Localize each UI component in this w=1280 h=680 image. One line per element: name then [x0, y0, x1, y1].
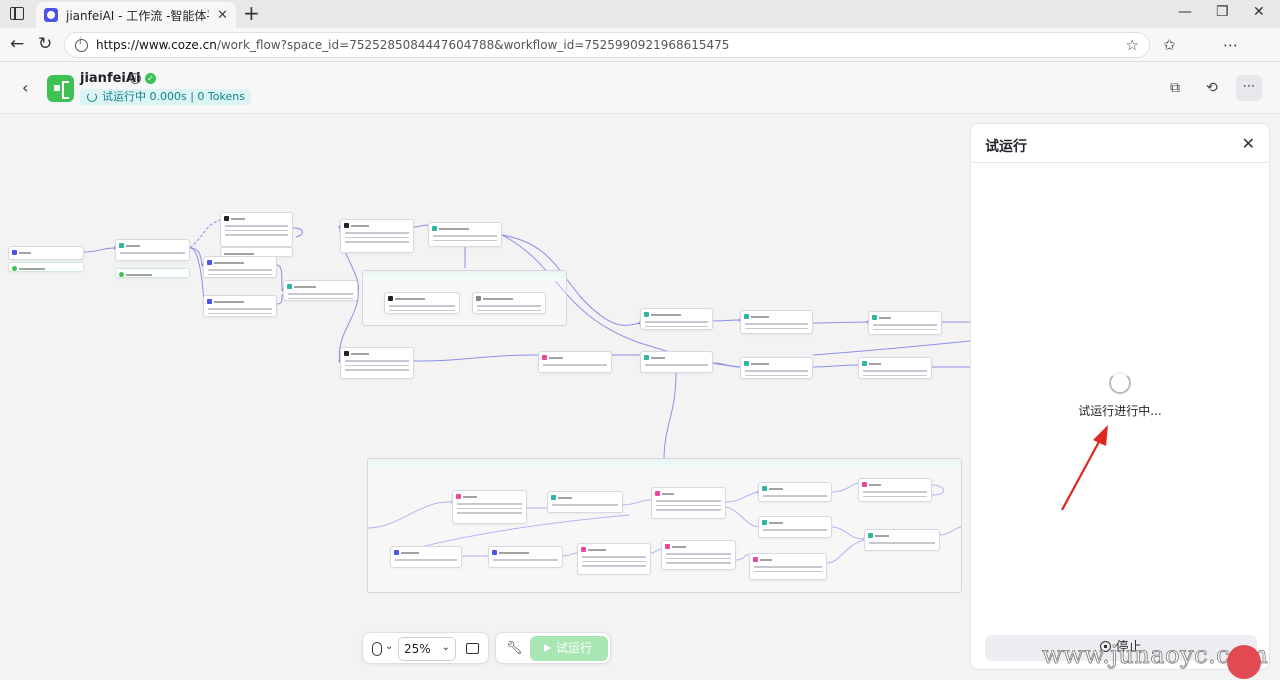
workflow-node[interactable]	[640, 351, 713, 373]
more-menu-icon[interactable]: ⋯	[1223, 36, 1238, 54]
run-status-badge: 试运行中 0.000s | 0 Tokens	[80, 89, 251, 105]
workflow-info-icon[interactable]: i	[130, 73, 141, 84]
back-arrow-icon[interactable]: ←	[10, 34, 25, 54]
url-path: /work_flow?space_id=7525285084447604788&…	[216, 38, 730, 52]
divider	[971, 162, 1269, 163]
chevron-down-icon[interactable]: ⌄	[385, 641, 394, 652]
test-run-panel: 试运行 ✕ 试运行进行中... 停止	[970, 123, 1270, 670]
run-toolbar: 🔧︎ 试运行	[495, 632, 611, 664]
published-check-icon: ✓	[145, 73, 156, 84]
workflow-node-status[interactable]	[115, 268, 190, 278]
chevron-down-icon: ⌄	[441, 642, 450, 653]
workflow-canvas[interactable]	[0, 115, 970, 680]
workflow-node[interactable]	[864, 529, 940, 551]
close-window-button[interactable]: ✕	[1253, 4, 1265, 20]
workflow-node[interactable]	[740, 310, 813, 334]
run-status-text: 试运行中 0.000s | 0 Tokens	[102, 90, 245, 103]
panel-title: 试运行	[985, 139, 1027, 155]
workflow-node[interactable]	[340, 219, 414, 253]
stop-button[interactable]: 停止	[985, 635, 1257, 661]
workflow-node[interactable]	[488, 546, 563, 568]
workflow-node[interactable]	[858, 478, 932, 502]
loading-spinner-icon	[1109, 372, 1131, 394]
workflow-node[interactable]	[577, 543, 651, 575]
workflow-node[interactable]	[858, 357, 932, 379]
workflow-node[interactable]	[390, 546, 462, 568]
workflow-node[interactable]	[758, 482, 832, 502]
coze-favicon-icon	[44, 8, 58, 22]
workflow-node[interactable]	[640, 308, 713, 330]
browser-tab-bar: jianfeiAI - 工作流 -智能体平台 ✕ + — ❐ ✕	[0, 0, 1280, 28]
new-tab-button[interactable]: +	[243, 1, 260, 25]
workflow-node[interactable]	[283, 280, 358, 301]
minimap-icon[interactable]	[466, 643, 479, 654]
tab-actions-icon[interactable]	[10, 7, 24, 20]
watermark-logo-icon	[1227, 645, 1261, 679]
back-button[interactable]: ‹	[22, 78, 29, 97]
browser-tab[interactable]: jianfeiAI - 工作流 -智能体平台 ✕	[36, 2, 236, 28]
history-icon[interactable]: ⟲	[1206, 80, 1218, 96]
workflow-node[interactable]	[115, 239, 190, 261]
mouse-mode-icon[interactable]	[372, 642, 382, 656]
workflow-node[interactable]	[547, 491, 623, 513]
workflow-node[interactable]	[651, 487, 726, 519]
workflow-node[interactable]	[538, 351, 612, 373]
canvas-toolbar: ⌄ 25% ⌄	[362, 632, 489, 664]
tab-title: jianfeiAI - 工作流 -智能体平台	[66, 8, 209, 23]
workflow-node[interactable]	[203, 295, 277, 317]
zoom-select[interactable]: 25% ⌄	[398, 637, 456, 661]
browser-address-bar: ← ↻ https://www.coze.cn/work_flow?space_…	[0, 28, 1280, 83]
stop-icon	[1100, 641, 1112, 652]
url-host: https://www.coze.cn	[96, 38, 217, 52]
stop-label: 停止	[1115, 640, 1142, 655]
workflow-node[interactable]	[340, 347, 414, 379]
workflow-node[interactable]	[472, 292, 546, 314]
workflow-node-start[interactable]	[8, 246, 84, 260]
favorites-icon[interactable]: ✩	[1163, 36, 1176, 54]
reload-icon[interactable]: ↻	[38, 34, 53, 54]
close-icon[interactable]: ✕	[1241, 134, 1255, 153]
workflow-name: jianfeiAI	[80, 71, 141, 86]
url-input[interactable]: https://www.coze.cn/work_flow?space_id=7…	[64, 32, 1150, 58]
wrench-icon[interactable]: 🔧︎	[506, 641, 523, 656]
workflow-node[interactable]	[749, 553, 827, 580]
site-info-icon[interactable]	[75, 37, 88, 52]
workflow-node[interactable]	[758, 516, 832, 538]
restore-button[interactable]: ❐	[1216, 4, 1229, 20]
workflow-node[interactable]	[452, 490, 527, 524]
workflow-node[interactable]	[203, 256, 277, 278]
workflow-node[interactable]	[384, 292, 460, 314]
test-run-button[interactable]: 试运行	[530, 636, 608, 661]
workflow-node[interactable]	[428, 222, 502, 247]
zoom-value: 25%	[404, 642, 431, 656]
close-tab-icon[interactable]: ✕	[217, 7, 228, 23]
copy-icon[interactable]: ⧉	[1170, 80, 1180, 96]
favorite-star-icon[interactable]: ☆	[1125, 36, 1139, 54]
running-status-text: 试运行进行中...	[1078, 404, 1162, 418]
workflow-logo-icon	[47, 75, 74, 102]
more-options-button[interactable]: ⋯	[1236, 75, 1262, 101]
canvas-edges	[83, 219, 970, 564]
workflow-node[interactable]	[868, 311, 942, 335]
workflow-node[interactable]	[220, 212, 293, 247]
minimize-button[interactable]: —	[1178, 4, 1192, 20]
workflow-node[interactable]	[661, 540, 736, 570]
workflow-node[interactable]	[740, 357, 813, 379]
workflow-node-status[interactable]	[8, 262, 84, 272]
loading-spinner-icon	[87, 92, 97, 102]
workflow-header: ‹ jianfeiAI i ✓ 试运行中 0.000s | 0 Tokens ⧉…	[0, 62, 1280, 114]
